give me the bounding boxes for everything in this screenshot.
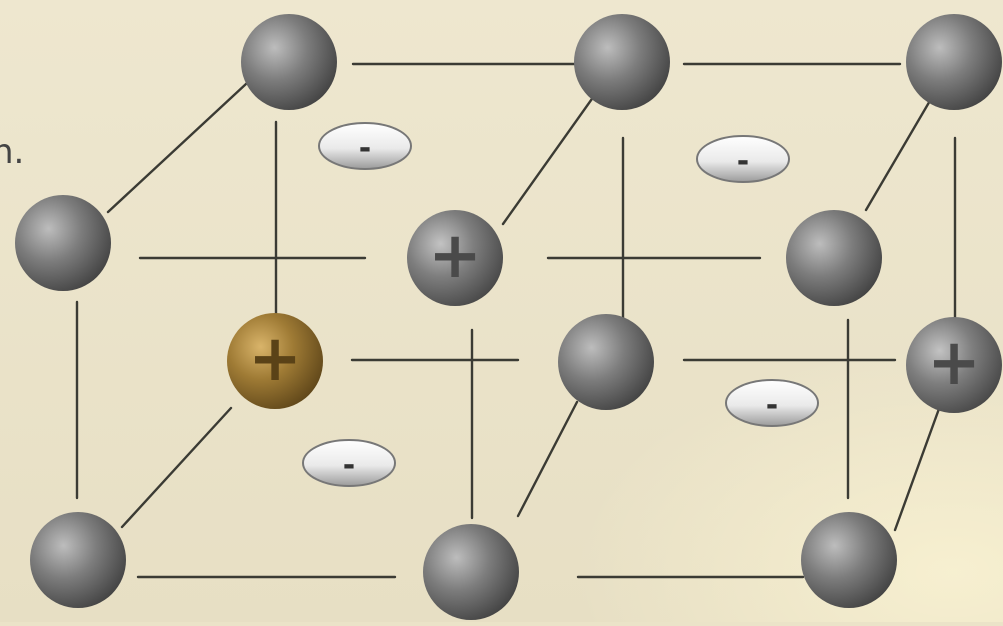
neutral-atom	[801, 512, 897, 608]
cation-plus-sign: +	[248, 322, 302, 396]
neutral-atom	[574, 14, 670, 110]
neutral-atom	[786, 210, 882, 306]
electron: -	[303, 440, 395, 486]
clipped-text-fragment: n.	[0, 132, 24, 172]
bond-line	[518, 402, 577, 516]
lattice-atoms: + + +	[15, 14, 1002, 620]
cation-atom-highlighted: +	[227, 313, 323, 409]
electron-minus-sign: -	[766, 388, 778, 423]
cation-atom: +	[407, 210, 503, 306]
bond-line	[895, 406, 940, 530]
cation-atom: +	[906, 317, 1002, 413]
neutral-atom	[906, 14, 1002, 110]
electron: -	[726, 380, 818, 426]
lattice-bond-lines	[77, 58, 955, 577]
electron-minus-sign: -	[343, 448, 355, 483]
neutral-atom	[423, 524, 519, 620]
cation-plus-sign: +	[428, 219, 482, 293]
neutral-atom	[30, 512, 126, 608]
electron: -	[319, 123, 411, 169]
neutral-atom	[558, 314, 654, 410]
cation-plus-sign: +	[927, 326, 981, 400]
bond-line	[122, 408, 231, 527]
electron: -	[697, 136, 789, 182]
electron-minus-sign: -	[359, 131, 371, 166]
neutral-atom	[15, 195, 111, 291]
neutral-atom	[241, 14, 337, 110]
electron-minus-sign: -	[737, 144, 749, 179]
